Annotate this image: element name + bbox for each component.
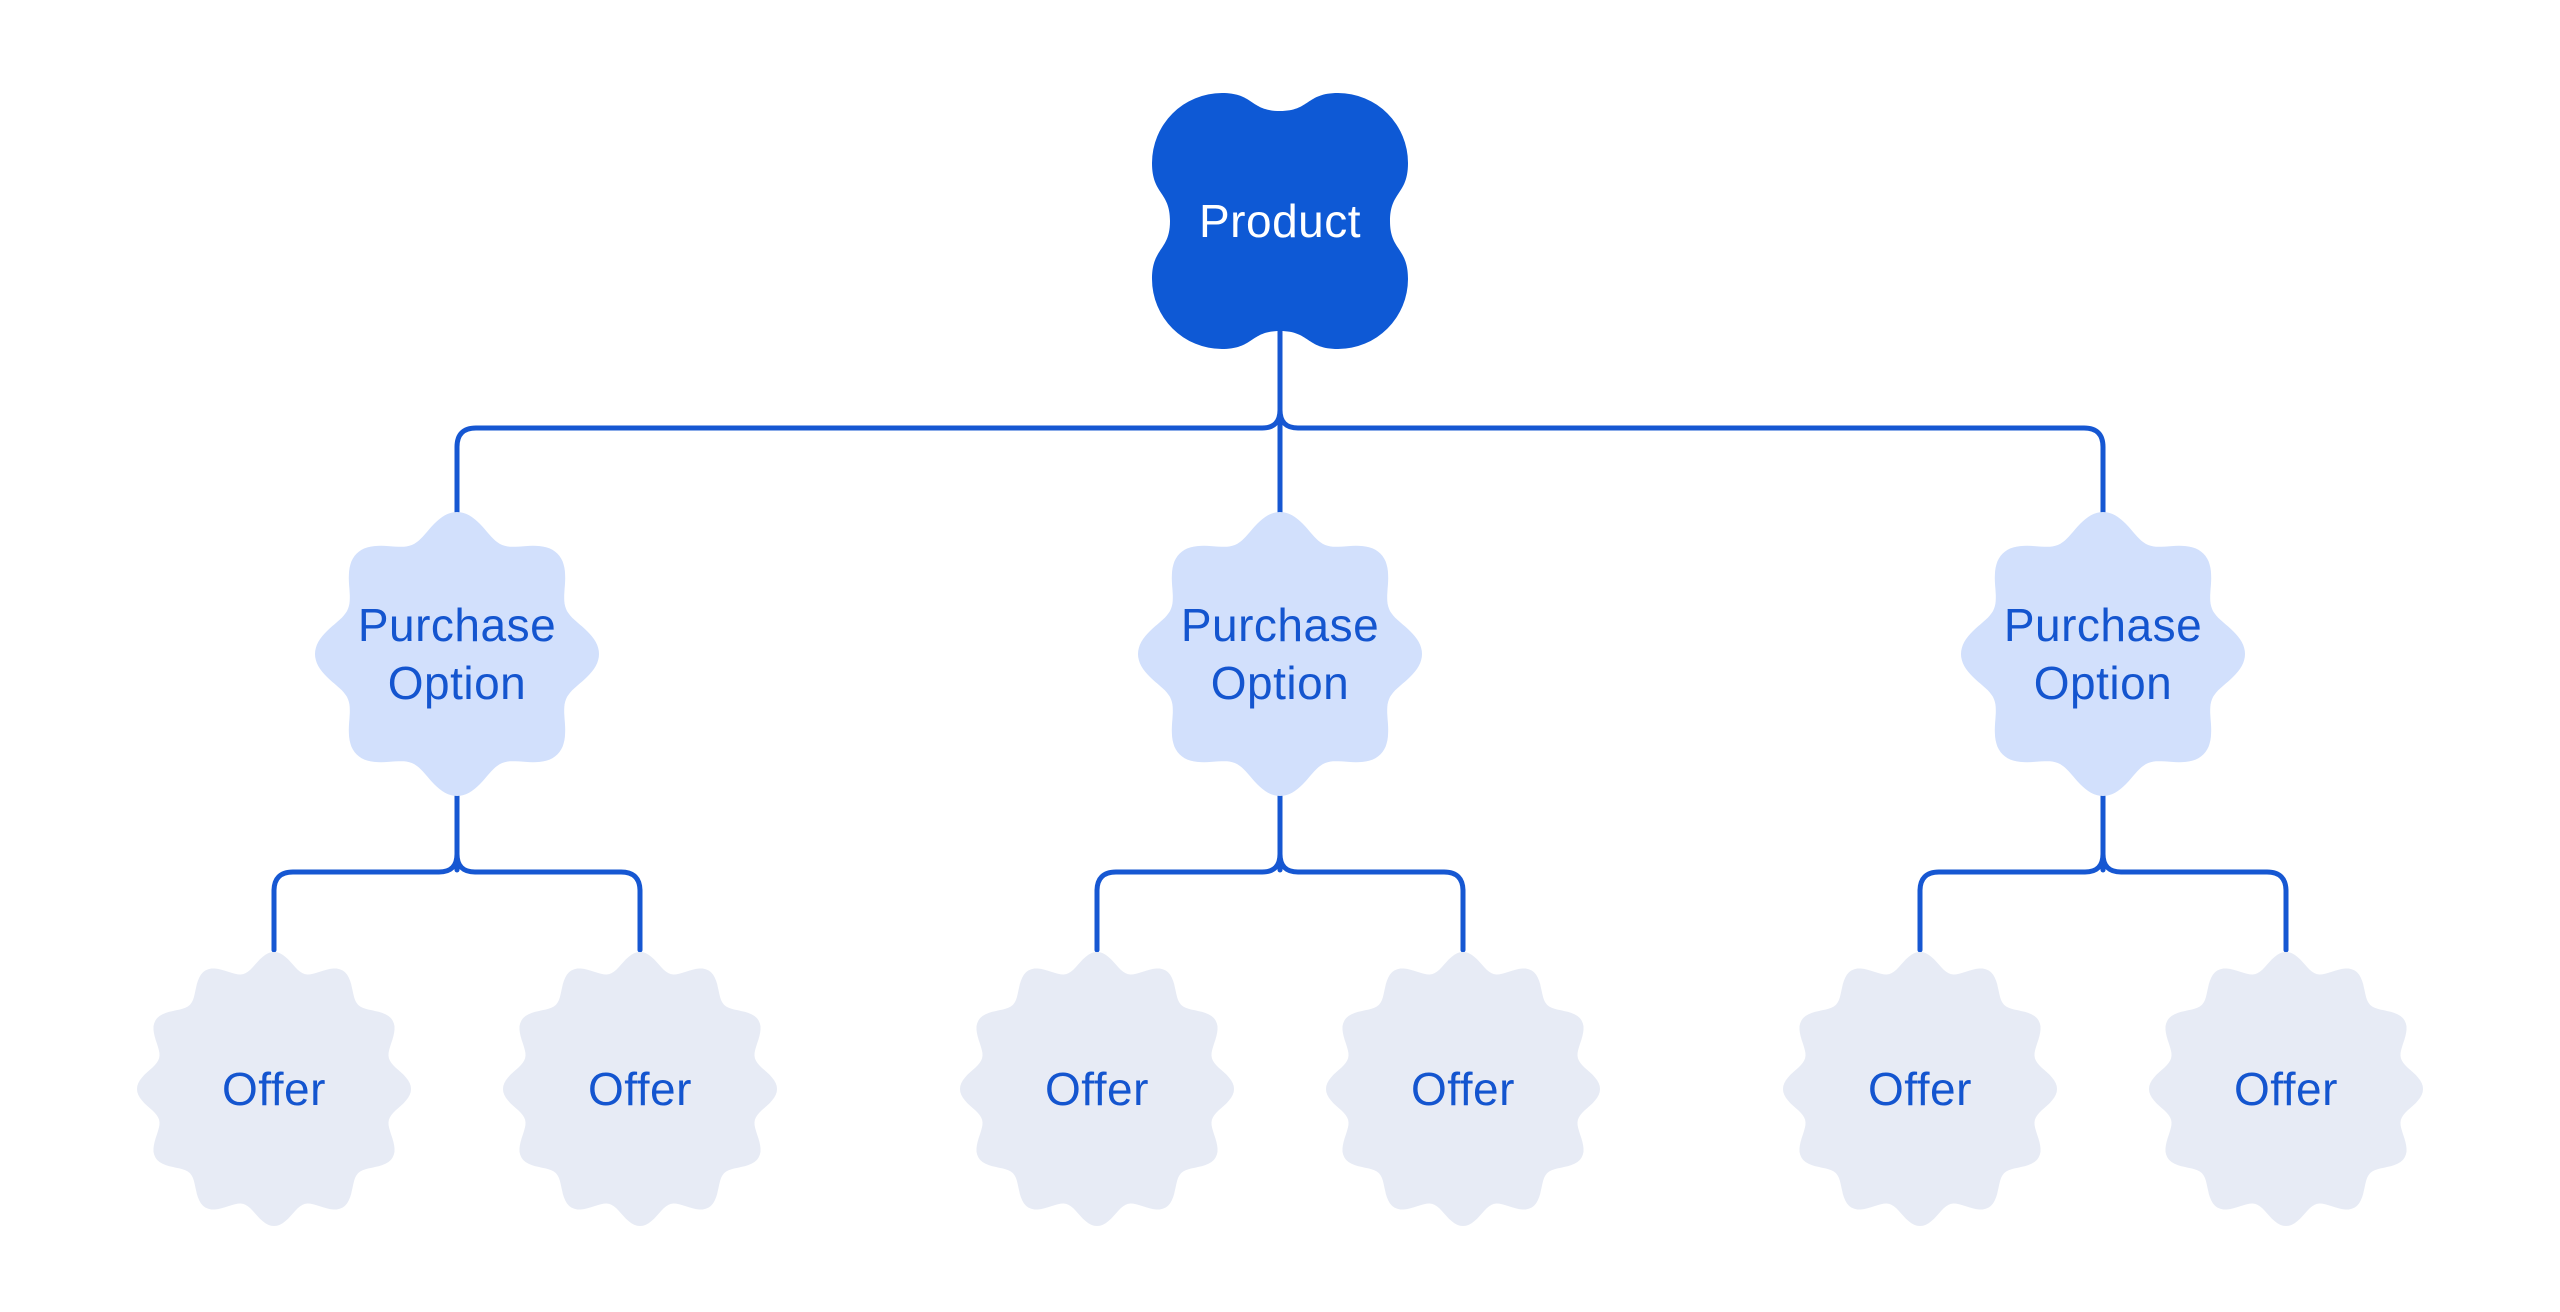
purchase-option-blob-shape <box>315 512 599 796</box>
node-label: Purchase <box>1181 599 1379 651</box>
node-label: Option <box>1211 657 1350 709</box>
node-label: Option <box>388 657 527 709</box>
connectors <box>271 328 2289 953</box>
node-label: Option <box>2034 657 2173 709</box>
edge-option-3-to-right-offer <box>2100 851 2289 953</box>
offer-blob-shape <box>1783 952 2057 1226</box>
node-label: Offer <box>1411 1063 1515 1115</box>
node-label: Offer <box>222 1063 326 1115</box>
node-offer-3: Offer <box>960 952 1234 1226</box>
purchase-option-blob-shape <box>1961 512 2245 796</box>
node-label: Offer <box>1045 1063 1149 1115</box>
node-offer-2: Offer <box>503 952 777 1226</box>
product-blob-shape <box>1152 93 1408 349</box>
edge-option-1-to-left-offer <box>271 851 460 953</box>
edge-option-2-to-right-offer <box>1277 851 1466 953</box>
node-offer-4: Offer <box>1326 952 1600 1226</box>
offer-blob-shape <box>503 952 777 1226</box>
node-offer-1: Offer <box>137 952 411 1226</box>
edge-option-1-to-right-offer <box>454 851 643 953</box>
node-label: Purchase <box>2004 599 2202 651</box>
node-offer-5: Offer <box>1783 952 2057 1226</box>
node-label: Purchase <box>358 599 556 651</box>
node-label: Product <box>1199 195 1361 247</box>
offer-blob-shape <box>137 952 411 1226</box>
edge-product-to-right-option <box>1277 407 2106 515</box>
offer-blob-shape <box>960 952 1234 1226</box>
edge-option-2-to-left-offer <box>1094 851 1283 953</box>
offer-blob-shape <box>2149 952 2423 1226</box>
node-product: Product <box>1152 93 1408 349</box>
node-offer-6: Offer <box>2149 952 2423 1226</box>
node-label: Offer <box>2234 1063 2338 1115</box>
offer-blob-shape <box>1326 952 1600 1226</box>
node-label: Offer <box>588 1063 692 1115</box>
edge-option-3-to-left-offer <box>1917 851 2106 953</box>
edge-product-to-left-option <box>454 407 1283 515</box>
purchase-option-blob-shape <box>1138 512 1422 796</box>
node-label: Offer <box>1868 1063 1972 1115</box>
